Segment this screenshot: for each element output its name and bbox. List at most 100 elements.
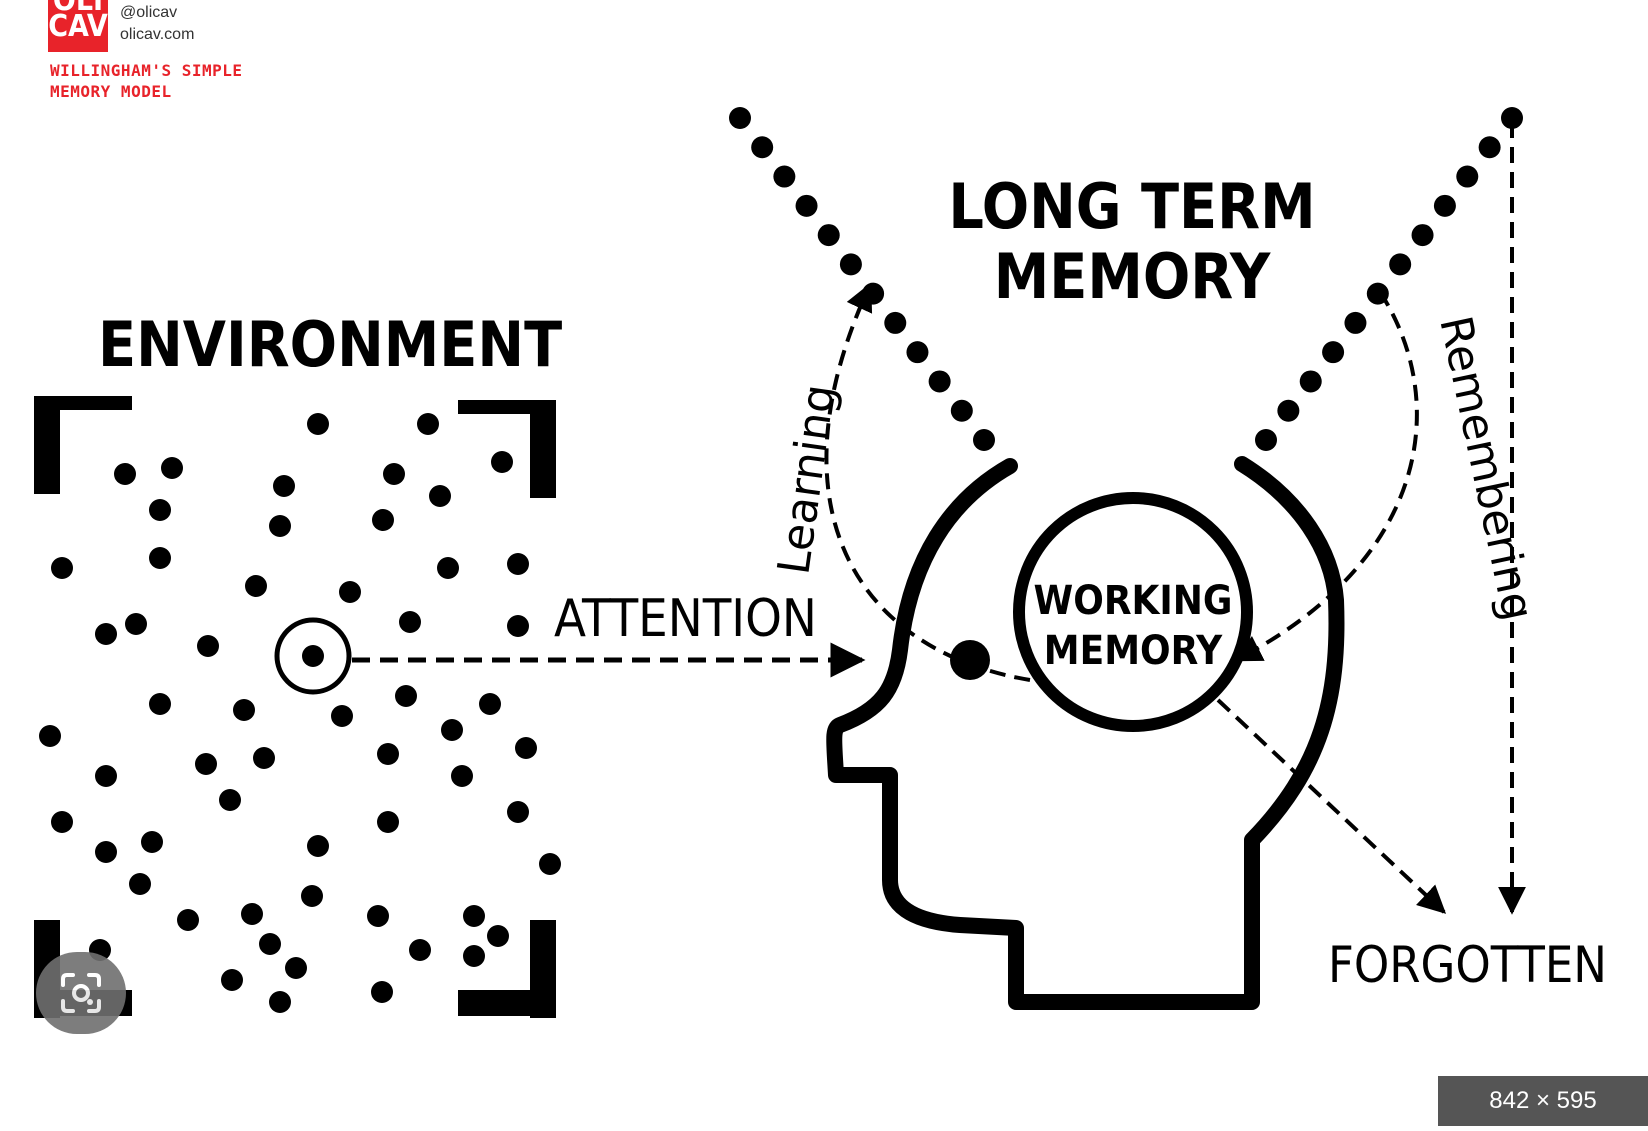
image-search-button[interactable]: [36, 952, 126, 1034]
ltm-boundary-dot: [817, 224, 840, 247]
stimulus-dot: [241, 903, 263, 925]
stimulus-dot: [253, 747, 275, 769]
stimulus-dot: [377, 811, 399, 833]
brand-site: olicav.com: [120, 26, 195, 43]
stimulus-dot: [149, 499, 171, 521]
stimulus-dot: [221, 969, 243, 991]
stimulus-dot: [129, 873, 151, 895]
learning-arrow: [824, 282, 1031, 682]
ltm-boundary-dot: [1433, 194, 1456, 217]
working-memory-circle: [1013, 492, 1253, 732]
stimulus-dot: [233, 699, 255, 721]
stimulus-dot: [377, 743, 399, 765]
stimulus-dot: [51, 557, 73, 579]
stimulus-dot: [195, 753, 217, 775]
stimulus-dot: [507, 553, 529, 575]
ltm-boundary-dot: [973, 429, 995, 451]
brand-title-line1: WILLINGHAM'S SIMPLE: [50, 61, 243, 80]
stimulus-dot: [339, 581, 361, 603]
stimulus-dot: [417, 413, 439, 435]
stimulus-dot: [197, 635, 219, 657]
long-term-memory-boundary: [729, 107, 1523, 451]
long-term-memory-label-line2: MEMORY: [994, 240, 1271, 313]
stimulus-dot: [539, 853, 561, 875]
stimulus-dot: [161, 457, 183, 479]
stimulus-dot: [487, 925, 509, 947]
stimulus-dot: [301, 885, 323, 907]
attention-label: ATTENTION: [554, 589, 817, 649]
learning-label: Learning: [768, 381, 845, 577]
stimulus-dot: [372, 509, 394, 531]
ltm-boundary-dot: [1456, 165, 1479, 188]
brand-title-line2: MEMORY MODEL: [50, 82, 172, 101]
stimulus-dot: [125, 613, 147, 635]
stimulus-dot: [429, 485, 451, 507]
stimulus-dot: [331, 705, 353, 727]
ltm-boundary-dot: [928, 370, 951, 393]
stimulus-dot: [39, 725, 61, 747]
ltm-boundary-dot: [1389, 253, 1412, 276]
stimulus-dot: [491, 451, 513, 473]
remembering-arrow: [1233, 290, 1419, 662]
stimulus-dot: [441, 719, 463, 741]
ltm-boundary-dot: [773, 165, 796, 188]
stimulus-dot: [149, 547, 171, 569]
stimulus-dot: [141, 831, 163, 853]
ltm-boundary-dot: [1344, 311, 1367, 334]
remembering-label: Remembering: [1429, 312, 1543, 625]
ltm-boundary-dot: [751, 136, 774, 159]
stimulus-dot: [463, 905, 485, 927]
stimulus-dot: [307, 835, 329, 857]
stimulus-dot: [51, 811, 73, 833]
image-size-badge: 842 × 595: [1438, 1076, 1648, 1126]
ltm-boundary-dot: [1277, 399, 1300, 422]
stimulus-dot: [269, 515, 291, 537]
stimulus-dot: [409, 939, 431, 961]
stimulus-dot: [285, 957, 307, 979]
brand-title: WILLINGHAM'S SIMPLE MEMORY MODEL: [50, 60, 310, 102]
long-term-memory-label-line1: LONG TERM: [948, 170, 1315, 243]
attended-stimulus: [274, 617, 352, 695]
stimulus-dot: [177, 909, 199, 931]
brand-logo-line1: OLI: [52, 0, 104, 18]
stimulus-dot: [479, 693, 501, 715]
ltm-boundary-dot: [1299, 370, 1322, 393]
brand-handle: @olicav: [120, 4, 178, 21]
stimulus-dot: [95, 623, 117, 645]
ltm-boundary-dot: [884, 311, 907, 334]
stimulus-dot: [95, 841, 117, 863]
stimulus-dot: [114, 463, 136, 485]
ltm-boundary-dot: [1255, 429, 1277, 451]
stimulus-dot: [451, 765, 473, 787]
stimulus-dot: [507, 615, 529, 637]
stimulus-dot: [307, 413, 329, 435]
stimulus-dot: [269, 991, 291, 1013]
stimulus-dot: [367, 905, 389, 927]
stimulus-dot: [383, 463, 405, 485]
environment-label: ENVIRONMENT: [98, 308, 562, 381]
forgotten-label: FORGOTTEN: [1328, 936, 1607, 994]
brand-logo-line2: CAV: [48, 9, 108, 44]
ltm-boundary-dot: [1501, 107, 1523, 129]
ltm-boundary-dot: [795, 194, 818, 217]
image-search-lens-icon: [61, 973, 101, 1013]
ltm-boundary-dot: [906, 341, 929, 364]
stimulus-dot: [273, 475, 295, 497]
working-memory-label-line1: WORKING: [1034, 578, 1233, 624]
ltm-boundary-dot: [729, 107, 751, 129]
head-outline: [826, 456, 1345, 1010]
environment-stimuli: [39, 413, 561, 1013]
stimulus-dot: [437, 557, 459, 579]
stimulus-dot: [245, 575, 267, 597]
stimulus-dot: [219, 789, 241, 811]
ltm-boundary-dot: [1411, 224, 1434, 247]
ltm-boundary-dot: [1322, 341, 1345, 364]
stimulus-dot: [507, 801, 529, 823]
working-memory-label-line2: MEMORY: [1044, 628, 1223, 674]
stimulus-dot: [95, 765, 117, 787]
stimulus-dot: [399, 611, 421, 633]
stimulus-dot: [515, 737, 537, 759]
ltm-boundary-dot: [1478, 136, 1501, 159]
